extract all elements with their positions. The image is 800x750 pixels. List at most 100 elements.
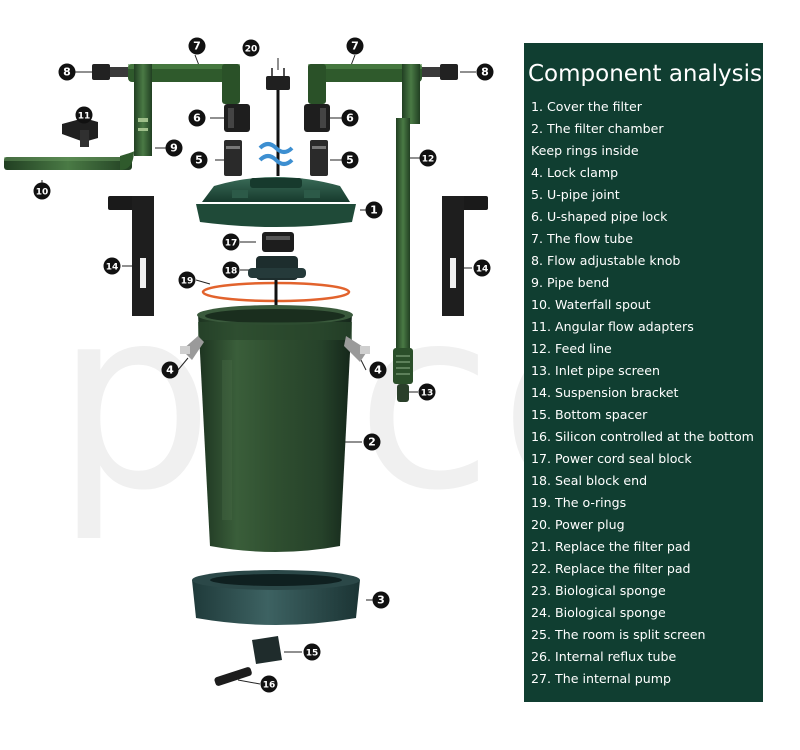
callout-label: 18 [225, 267, 238, 277]
callout-label: 8 [481, 66, 489, 79]
callout-c7-left: 7 [188, 37, 206, 55]
component-item: 7. The flow tube [531, 231, 634, 246]
component-item: 22. Replace the filter pad [531, 561, 691, 576]
callout-badge [58, 63, 76, 81]
lock-clamp-left [180, 336, 204, 360]
callout-badge [369, 361, 387, 379]
callout-c3: 3 [372, 591, 390, 609]
callout-badge [476, 63, 494, 81]
callout-label: 5 [195, 154, 203, 167]
callout-c17: 17 [222, 233, 240, 251]
wave-symbol [258, 142, 294, 166]
component-item: 2. The filter chamber [531, 121, 664, 136]
component-item: 26. Internal reflux tube [531, 649, 677, 664]
callout-c6-right: 6 [341, 109, 359, 127]
callout-c10: 10 [33, 182, 51, 200]
component-item: 10. Waterfall spout [531, 297, 651, 312]
callout-badge [75, 106, 93, 124]
callout-c20: 20 [242, 39, 260, 57]
callout-c11: 11 [75, 106, 93, 124]
callout-c8-right: 8 [476, 63, 494, 81]
callout-c19: 19 [178, 271, 196, 289]
callout-label: 4 [166, 364, 174, 377]
component-item: 4. Lock clamp [531, 165, 619, 180]
callout-badge [33, 182, 51, 200]
callout-label: 12 [422, 155, 435, 165]
callout-c13: 13 [418, 383, 436, 401]
callout-c12: 12 [419, 149, 437, 167]
callout-label: 1 [370, 204, 378, 217]
callout-badge [188, 109, 206, 127]
callout-label: 15 [306, 649, 319, 659]
component-item: 1. Cover the filter [531, 99, 642, 114]
callout-badge [161, 361, 179, 379]
callout-label: 5 [346, 154, 354, 167]
component-item: 25. The room is split screen [531, 627, 706, 642]
suspension-bracket-right [442, 196, 488, 316]
pipe-lock-right [304, 104, 330, 132]
callout-label: 2 [368, 436, 376, 449]
callout-badge [418, 383, 436, 401]
component-item: 14. Suspension bracket [531, 385, 679, 400]
callout-badge [188, 37, 206, 55]
callout-label: 14 [476, 265, 489, 275]
callout-badge [260, 675, 278, 693]
left-flow-tube [120, 64, 240, 170]
leader-lines [41, 54, 476, 685]
component-item: 12. Feed line [531, 341, 612, 356]
callout-label: 9 [170, 142, 178, 155]
callout-label: 8 [63, 66, 71, 79]
callout-c16: 16 [260, 675, 278, 693]
component-item: 23. Biological sponge [531, 583, 666, 598]
flow-knob-left [92, 64, 128, 80]
component-item: 19. The o-rings [531, 495, 627, 510]
callout-c14-left: 14 [103, 257, 121, 275]
pipe-lock-left [224, 104, 250, 132]
component-item: 21. Replace the filter pad [531, 539, 691, 554]
callout-badge [372, 591, 390, 609]
callout-badge [165, 139, 183, 157]
component-item: 17. Power cord seal block [531, 451, 692, 466]
component-item: 27. The internal pump [531, 671, 672, 686]
callout-label: 7 [193, 40, 201, 53]
component-item: 20. Power plug [531, 517, 625, 532]
callout-c4-right: 4 [369, 361, 387, 379]
callout-c18: 18 [222, 261, 240, 279]
callout-label: 11 [78, 112, 91, 122]
callout-badge [341, 151, 359, 169]
callout-label: 6 [346, 112, 354, 125]
callout-c8-left: 8 [58, 63, 76, 81]
silicon-bottom-part [214, 667, 252, 686]
callout-badge [222, 233, 240, 251]
callout-badge [341, 109, 359, 127]
u-pipe-joint-right [310, 140, 328, 176]
filter-base [192, 570, 360, 625]
callout-badge [242, 39, 260, 57]
callout-label: 13 [421, 389, 434, 399]
callout-c5-left: 5 [190, 151, 208, 169]
callouts: 8 7 20 7 8 11 6 6 9 5 5 12 10 1 17 14 14 18 19 4 4 13 2 3 15 16 [33, 37, 494, 693]
component-item: 5. U-pipe joint [531, 187, 620, 202]
component-item: 16. Silicon controlled at the bottom [531, 429, 754, 444]
callout-badge [303, 643, 321, 661]
callout-label: 7 [351, 40, 359, 53]
suspension-bracket-left [108, 196, 154, 316]
component-item: 8. Flow adjustable knob [531, 253, 681, 268]
filter-chamber [197, 305, 353, 552]
right-flow-tube [308, 64, 422, 402]
callout-c5-right: 5 [341, 151, 359, 169]
component-item: 18. Seal block end [531, 473, 648, 488]
callout-label: 6 [193, 112, 201, 125]
callout-badge [103, 257, 121, 275]
callout-c2: 2 [363, 433, 381, 451]
callout-badge [365, 201, 383, 219]
callout-label: 10 [36, 188, 49, 198]
seal-block-end [248, 256, 306, 280]
callout-c7-right: 7 [346, 37, 364, 55]
callout-label: 4 [374, 364, 382, 377]
component-item: 9. Pipe bend [531, 275, 610, 290]
callout-label: 17 [225, 239, 238, 249]
callout-badge [419, 149, 437, 167]
